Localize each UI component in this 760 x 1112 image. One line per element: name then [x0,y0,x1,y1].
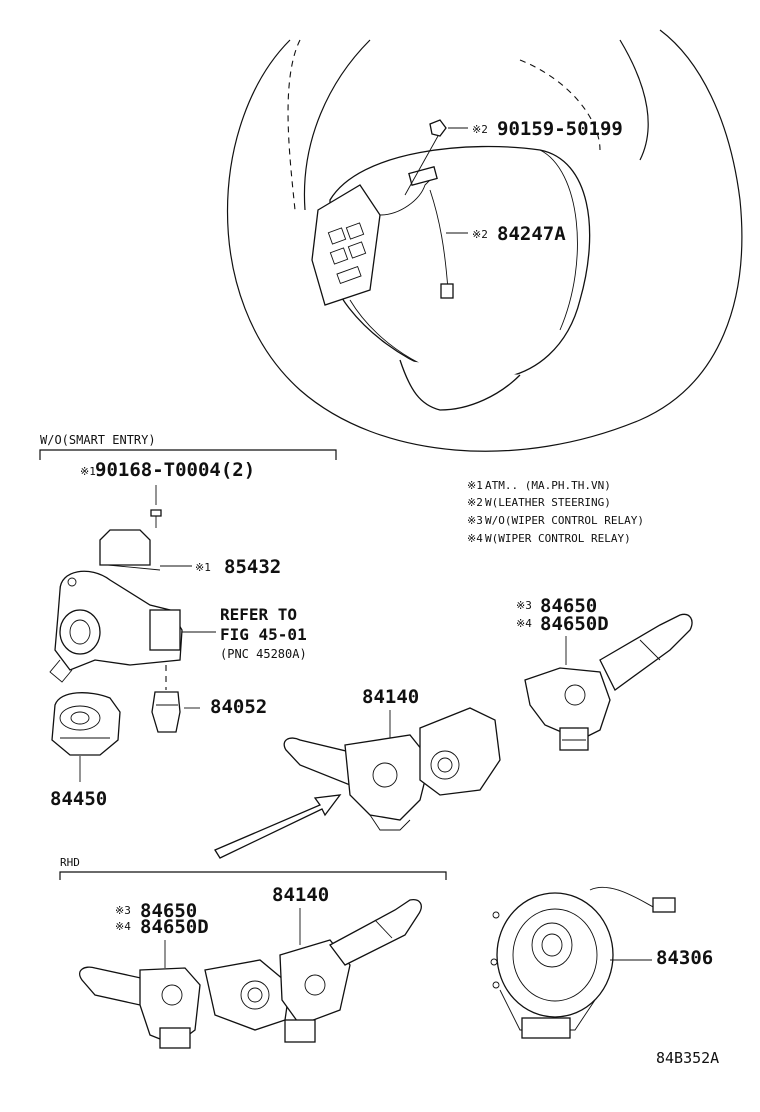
rhd-switches [79,899,422,1049]
spiral-84306-label: 84306 [656,947,713,969]
screw-90168-label: 90168-T0004(2) [95,459,255,481]
notes-legend: ※1 ATM.. (MA.PH.TH.VN) ※2 W(LEATHER STEE… [467,479,644,545]
note-4-mark: ※4 [467,532,483,545]
switch-84052-label: 84052 [210,696,267,718]
note-1-mark: ※1 [467,479,483,492]
refer-line-2: FIG 45-01 [220,625,307,644]
rhd-bracket [59,871,447,880]
cylinder-85432-mark: ※1 [195,561,211,574]
rhd-comb-switch-label: 84140 [272,884,329,906]
note-3-mark: ※3 [467,514,483,527]
wiper-top-mark-2: ※4 [516,617,532,630]
refer-line-1: REFER TO [220,605,297,624]
switch-84247a-label: 84247A [497,223,566,245]
switch-84247a-mark: ※2 [472,228,488,241]
rhd-group-title: RHD [60,856,80,869]
rhd-wiper-pn-2: 84650D [140,916,209,938]
steering-wheel [227,29,743,452]
comb-switch-top-label: 84140 [362,686,419,708]
note-4-text: W(WIPER CONTROL RELAY) [485,532,631,545]
note-2-text: W(LEATHER STEERING) [485,496,611,509]
wiper-top-pn-1: 84650 [540,595,597,617]
screw-90159-label: 90159-50199 [497,118,623,140]
rhd-wiper-mark-2: ※4 [115,920,131,933]
refer-line-3: (PNC 45280A) [220,647,307,661]
wiper-switch-top [524,613,693,751]
smart-entry-bracket [39,449,337,460]
ignition-84450-label: 84450 [50,788,107,810]
rhd-wiper-mark-1: ※3 [115,904,131,917]
wiper-top-mark-1: ※3 [516,599,532,612]
steering-column-assembly [49,485,200,782]
combination-switch-top [214,707,501,859]
cylinder-85432-label: 85432 [224,556,281,578]
smart-entry-group-title: W/O(SMART ENTRY) [40,433,156,447]
diagram-id: 84B352A [656,1049,719,1067]
wiper-top-pn-2: 84650D [540,613,609,635]
screw-90168-mark: ※1 [80,465,96,478]
note-2-mark: ※2 [467,496,483,509]
screw-90159-mark: ※2 [472,123,488,136]
spiral-cable [490,886,676,1039]
note-1-text: ATM.. (MA.PH.TH.VN) [485,479,611,492]
note-3-text: W/O(WIPER CONTROL RELAY) [485,514,644,527]
rhd-wiper-pn-1: 84650 [140,900,197,922]
